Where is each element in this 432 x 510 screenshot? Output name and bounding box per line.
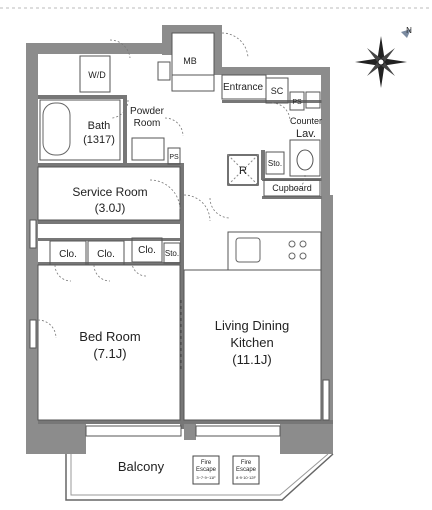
ps-shaft-1 bbox=[167, 147, 181, 165]
balcony-inner-line bbox=[70, 453, 329, 496]
ldk-label-line1: Living Dining bbox=[215, 318, 289, 333]
fire-escape-1-line3: 3~7·9~11F bbox=[196, 475, 216, 480]
washbasin bbox=[131, 137, 165, 161]
interior-walls bbox=[38, 95, 333, 429]
entrance-label: Entrance bbox=[223, 82, 263, 93]
ps-shaft-2 bbox=[289, 91, 305, 111]
door-swings bbox=[37, 32, 306, 339]
mb-label: MB bbox=[183, 56, 197, 66]
shoe-cabinet bbox=[265, 77, 289, 104]
fire-escape-hatch-1 bbox=[192, 455, 220, 485]
fire-escape-2-line1: Fire bbox=[241, 460, 252, 466]
ldk-label-line3: (11.1J) bbox=[232, 352, 272, 367]
sc-label: SC bbox=[271, 86, 284, 96]
counter-label: Counter bbox=[290, 116, 322, 126]
refrigerator-label: R bbox=[239, 165, 247, 177]
powder-room-label-line1: Powder bbox=[130, 106, 165, 117]
stove-icon bbox=[288, 240, 307, 260]
kitchen-sink bbox=[235, 237, 261, 263]
closet-3 bbox=[131, 237, 163, 263]
ldk-label-line2: Kitchen bbox=[230, 335, 273, 350]
balcony-railing bbox=[65, 453, 334, 501]
compass-north-label: N bbox=[406, 26, 412, 35]
bath-room bbox=[39, 99, 121, 161]
fire-escape-2-line2: Escape bbox=[236, 467, 257, 473]
cupboard bbox=[263, 179, 321, 197]
storage-label-2: Sto. bbox=[165, 249, 179, 258]
living-dining-kitchen bbox=[183, 269, 322, 421]
bed-room-label-line2: (7.1J) bbox=[93, 346, 126, 361]
utility-box bbox=[157, 61, 171, 81]
compass-rose-icon bbox=[355, 29, 411, 88]
wd-label: W/D bbox=[88, 70, 106, 80]
lav-basin bbox=[305, 91, 321, 109]
toilet bbox=[296, 149, 314, 171]
fire-escape-hatch-2 bbox=[232, 455, 260, 485]
bed-room-label-line1: Bed Room bbox=[79, 329, 140, 344]
storage-1 bbox=[265, 151, 285, 175]
service-room bbox=[37, 166, 181, 221]
storage-label-1: Sto. bbox=[268, 159, 282, 168]
cupboard-label: Cupboard bbox=[272, 183, 312, 193]
bathtub bbox=[42, 102, 71, 156]
ps-label-1: PS bbox=[169, 154, 179, 161]
service-room-label-line1: Service Room bbox=[72, 185, 147, 199]
mb-door bbox=[171, 74, 215, 92]
powder-room-label-line2: Room bbox=[134, 118, 161, 129]
toilet-room bbox=[289, 139, 321, 177]
closet-label-3: Clo. bbox=[138, 245, 156, 256]
bath-label-line1: Bath bbox=[88, 120, 111, 132]
fire-escape-2-line3: 8·9·10·12F bbox=[236, 475, 256, 480]
fire-escape-1-line2: Escape bbox=[196, 467, 217, 473]
lav-label: Lav. bbox=[296, 128, 316, 140]
ps-label-2: PS bbox=[292, 99, 302, 106]
service-room-label-line2: (3.0J) bbox=[95, 201, 126, 215]
washer-dryer bbox=[79, 55, 111, 93]
windows bbox=[29, 219, 330, 437]
balcony-label: Balcony bbox=[118, 459, 165, 474]
fire-escape-1-line1: Fire bbox=[201, 460, 212, 466]
bath-label-line2: (1317) bbox=[83, 134, 115, 146]
storage-2 bbox=[163, 242, 181, 264]
bed-room bbox=[37, 264, 181, 421]
closet-label-2: Clo. bbox=[97, 249, 115, 260]
closet-label-1: Clo. bbox=[59, 249, 77, 260]
